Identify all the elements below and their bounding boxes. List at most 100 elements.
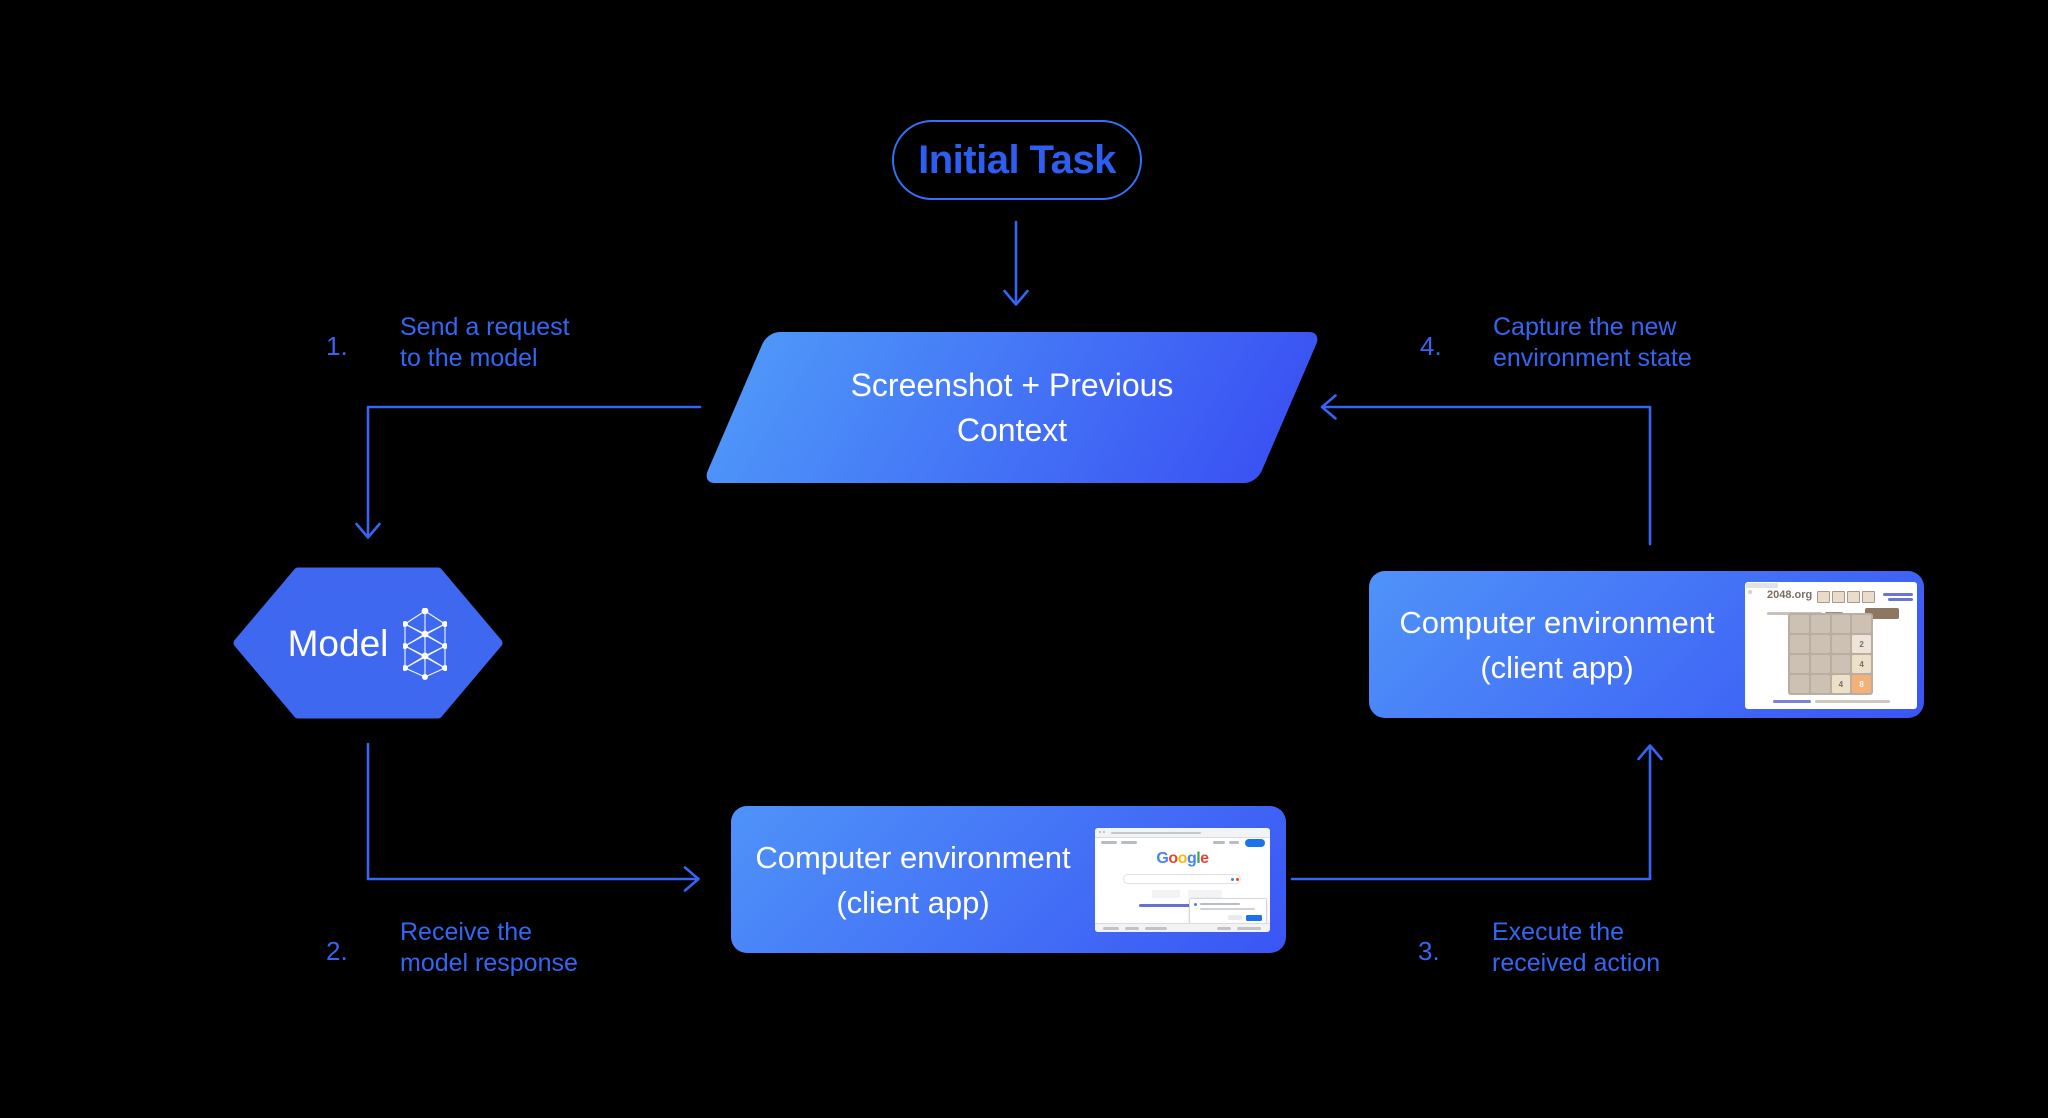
empty-tile [1790,615,1809,633]
env-bottom-line2: (client app) [836,884,990,920]
neural-network-icon [403,607,448,680]
url-text-line [1111,831,1201,834]
sign-in-dialog [1189,898,1267,924]
step-1-line2: to the model [400,344,538,372]
2048-game-screenshot: 2048.org 2 [1745,582,1917,709]
tile-4: 4 [1852,655,1871,673]
model-label: Model [287,622,389,664]
sign-in-button [1245,838,1265,847]
window-control-dot [1103,831,1105,833]
tile-4: 4 [1831,675,1851,693]
no-thanks-button [1228,915,1242,920]
logo-letter: o [1168,850,1178,867]
logo-letter: g [1186,850,1197,867]
model-node: Model [238,571,497,716]
step-2-label: Receive the model response [400,917,578,979]
footer-link-line [1103,927,1119,930]
tile-8: 8 [1852,675,1871,693]
empty-tile [1790,655,1809,673]
arrow-env-to-context [1322,405,1652,546]
blurred-text-line [1815,700,1890,703]
blurred-text-line [1200,907,1255,910]
feeling-lucky-button [1188,890,1222,898]
model-hexagon-shape [233,567,503,719]
blurred-link-line [1121,841,1137,844]
empty-tile [1852,615,1871,633]
empty-tile [1810,655,1830,673]
blurred-link-line [1888,598,1913,601]
step-4-label: Capture the new environment state [1493,312,1692,374]
empty-tile [1810,615,1830,633]
new-game-button [1865,608,1899,619]
google-logo: Google [1095,850,1270,868]
blurred-link-line [1883,593,1913,596]
step-3-line2: received action [1492,949,1661,977]
initial-task-label: Initial Task [918,137,1116,182]
arrowhead-left-icon [1320,394,1337,420]
footer-link-line [1217,927,1231,930]
logo-letter: G [1156,850,1169,867]
step-1-number: 1. [326,331,348,361]
empty-tile [1790,635,1809,653]
computer-environment-right-label: Computer environment (client app) [1369,571,1745,718]
logo-letter: o [1177,850,1188,867]
empty-tile [1831,655,1851,673]
blurred-link-line [1229,841,1239,844]
google-search-button [1152,890,1180,898]
arrow-env-to-env [1290,747,1652,881]
2048-board: 2 4 4 8 [1788,613,1873,695]
step-3-label: Execute the received action [1492,917,1660,979]
env-bottom-line1: Computer environment [755,839,1071,875]
step-1-label: Send a request to the model [400,312,570,374]
step-3-line1: Execute the [1492,918,1625,946]
arrow-model-to-env [366,742,698,881]
score-box [1832,591,1845,603]
arrowhead-up-icon [1637,744,1663,761]
computer-environment-right-node: Computer environment (client app) 2048.o… [1369,571,1924,718]
browser-address-bar [1095,828,1270,838]
search-input [1123,874,1241,884]
footer-link-line [1125,927,1139,930]
initial-task-node: Initial Task [892,120,1142,200]
logo-letter: e [1200,850,1209,867]
tile-2: 2 [1852,635,1871,653]
site-title: 2048.org [1767,589,1813,601]
blurred-link-line [1101,841,1117,844]
google-footer-bar [1095,923,1270,932]
empty-tile [1810,635,1830,653]
step-1-line1: Send a request [400,313,570,341]
arrow-context-to-model [366,405,702,537]
empty-tile [1790,675,1809,693]
dialog-confirm-button [1246,914,1262,921]
screenshot-context-line2: Context [956,411,1068,448]
score-box [1862,591,1875,603]
step-4-line1: Capture the new [1493,313,1677,341]
env-right-line2: (client app) [1480,649,1634,685]
step-4-line2: environment state [1493,344,1692,372]
step-2-number: 2. [326,936,348,966]
blurred-link-line [1773,700,1811,703]
score-box [1847,591,1860,603]
computer-environment-bottom-label: Computer environment (client app) [731,806,1095,953]
computer-environment-bottom-node: Computer environment (client app) Google [731,806,1286,953]
browser-tab-icon [1748,590,1752,594]
blurred-link-line [1213,841,1225,844]
empty-tile [1810,675,1830,693]
empty-tile [1831,615,1851,633]
screenshot-context-line1: Screenshot + Previous [850,366,1174,403]
score-box [1817,591,1830,603]
step-3-number: 3. [1418,936,1440,966]
step-4-number: 4. [1420,331,1442,361]
arrowhead-down-icon [1003,289,1029,306]
dialog-logo-icon [1194,903,1197,906]
google-homepage-screenshot: Google [1095,828,1270,932]
empty-tile [1831,635,1851,653]
window-control-dot [1099,831,1101,833]
footer-link-line [1237,927,1261,930]
lens-icon [1236,877,1239,881]
step-2-line2: model response [400,949,578,977]
score-boxes [1817,591,1875,603]
mic-icon [1231,877,1234,881]
arrowhead-down-icon [355,522,381,539]
env-right-line1: Computer environment [1399,604,1715,640]
